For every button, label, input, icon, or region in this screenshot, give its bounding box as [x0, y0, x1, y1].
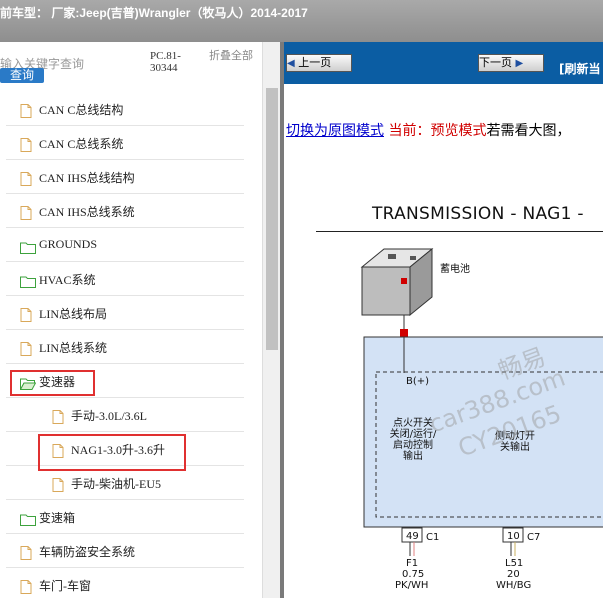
tree-item-label: 变速箱 [39, 511, 76, 525]
highlight-box-transmission [10, 370, 95, 396]
file-icon [52, 409, 64, 428]
folder-open-icon [19, 375, 37, 394]
viewer-pane: ◀ 上一页 下一页 ▶ [刷新当 切换为原图模式 当前：预览模式若需看大图， T… [284, 42, 603, 598]
connector1-name: C1 [426, 532, 440, 543]
file-icon [20, 137, 32, 156]
tree-item-label: 手动-柴油机-EU5 [71, 477, 161, 491]
tree-item[interactable]: 手动-柴油机-EU5 [6, 467, 244, 500]
tree-item-label: 车门-车窗 [39, 579, 91, 593]
wire1-gauge: 0.75 [402, 569, 425, 580]
title-bar: 前车型： 厂家:Jeep(吉普)Wrangler（牧马人）2014-2017 [0, 0, 603, 43]
folder-icon [20, 273, 36, 292]
side-lamp-output-label: 侧动灯开 关输出 [495, 431, 535, 453]
tree-pane: 输入关键字查询 查询 PC.81-30344 折叠全部 CAN C总线结构 CAN… [0, 42, 280, 598]
pane-divider[interactable] [280, 42, 284, 598]
title-rule [316, 231, 603, 232]
battery-icon [360, 247, 434, 317]
highlight-box-nag1 [38, 434, 186, 471]
connector1-pin: 49 [406, 531, 419, 542]
tree-item-label: LIN总线系统 [39, 341, 107, 355]
tree-item[interactable]: CAN C总线结构 [6, 93, 244, 126]
tree-item[interactable]: HVAC系统 [6, 263, 244, 296]
tree-item[interactable]: 变速器 [6, 365, 244, 398]
search-input[interactable]: 输入关键字查询 [0, 57, 85, 71]
tree-item[interactable]: CAN IHS总线结构 [6, 161, 244, 194]
file-icon [20, 171, 32, 190]
ignition-output-label: 点火开关 关闭/运行/ 启动控制 输出 [389, 418, 437, 462]
wire1-color: PK/WH [395, 580, 429, 591]
folder-icon [20, 239, 36, 258]
tree-item-label: GROUNDS [39, 237, 98, 251]
tree-item[interactable]: 变速箱 [6, 501, 244, 534]
doc-code: PC.81-30344 [150, 50, 181, 74]
file-icon [52, 477, 64, 496]
tree-item-label: 手动-3.0L/3.6L [71, 409, 147, 423]
scrollbar-thumb[interactable] [266, 88, 278, 350]
next-page-button[interactable]: 下一页 ▶ [478, 54, 544, 72]
wire2-fuse: L51 [505, 558, 524, 569]
connector2-name: C7 [527, 532, 541, 543]
file-icon [20, 545, 32, 564]
search-button[interactable]: 查询 [0, 68, 44, 83]
prev-page-button[interactable]: ◀ 上一页 [286, 54, 352, 72]
tree-item[interactable]: LIN总线系统 [6, 331, 244, 364]
hint-text: 若需看大图， [486, 123, 571, 139]
tree-item-label: CAN C总线结构 [39, 103, 124, 117]
current-mode-label: 当前：预览模式 [388, 123, 487, 139]
file-icon [20, 341, 32, 360]
diagram-title: TRANSMISSION - NAG1 - [372, 204, 584, 224]
tree-item-label: CAN IHS总线系统 [39, 205, 135, 219]
tree-item[interactable]: LIN总线布局 [6, 297, 244, 330]
battery-terminal [400, 329, 408, 337]
wire2-gauge: 20 [507, 569, 520, 580]
tree-item[interactable]: 车辆防盗安全系统 [6, 535, 244, 568]
arrow-right-icon: ▶ [515, 58, 524, 69]
tree-item[interactable]: 手动-3.0L/3.6L [6, 399, 244, 432]
switch-mode-link[interactable]: 切换为原图模式 [286, 123, 384, 139]
tree-item-label: CAN IHS总线结构 [39, 171, 135, 185]
tree-item[interactable]: CAN IHS总线系统 [6, 195, 244, 228]
file-icon [20, 307, 32, 326]
mode-line: 切换为原图模式 当前：预览模式若需看大图， [286, 120, 570, 140]
viewer-toolbar: ◀ 上一页 下一页 ▶ [刷新当 [284, 42, 603, 84]
battery-label: 蓄电池 [440, 264, 470, 275]
wiring-diagram [360, 247, 603, 556]
tree-item[interactable]: NAG1-3.0升-3.6升 [6, 433, 244, 466]
bplus-label: B(+) [406, 376, 430, 387]
collapse-all-link[interactable]: 折叠全部 [209, 49, 253, 62]
tree-item[interactable]: 车门-车窗 [6, 569, 244, 598]
tree-item[interactable]: GROUNDS [6, 229, 244, 262]
tree-item-label: NAG1-3.0升-3.6升 [71, 443, 165, 457]
file-icon [20, 205, 32, 224]
wire1-fuse: F1 [406, 558, 419, 569]
arrow-left-icon: ◀ [287, 58, 295, 69]
tree-item-label: LIN总线布局 [39, 307, 107, 321]
file-icon [52, 443, 64, 462]
tree-item-label: CAN C总线系统 [39, 137, 124, 151]
connector2-pin: 10 [507, 531, 520, 542]
wire2-color: WH/BG [496, 580, 532, 591]
file-icon [20, 579, 32, 598]
tree-item-label: 变速器 [39, 375, 76, 389]
tree-item-label: 车辆防盗安全系统 [39, 545, 136, 559]
refresh-link[interactable]: [刷新当 [559, 62, 601, 76]
window-title: 前车型： 厂家:Jeep(吉普)Wrangler（牧马人）2014-2017 [0, 6, 308, 20]
file-icon [20, 103, 32, 122]
tree-item-label: HVAC系统 [39, 273, 96, 287]
tree-scrollbar[interactable] [262, 42, 281, 598]
folder-icon [20, 511, 36, 530]
tree-item[interactable]: CAN C总线系统 [6, 127, 244, 160]
